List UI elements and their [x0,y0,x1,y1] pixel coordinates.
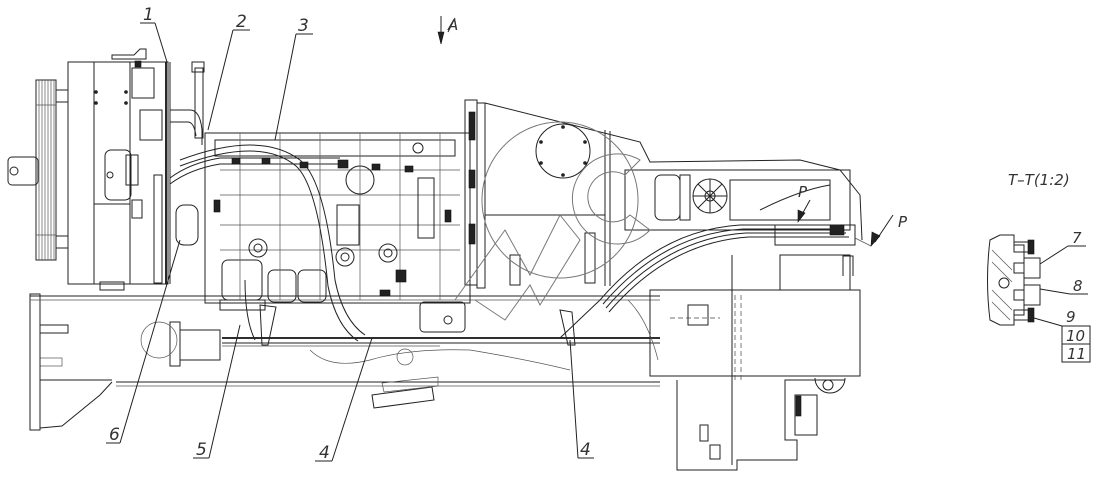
section-detail: T–T(1:2) 7 8 9 10 11 [987,171,1091,363]
callout-6-label: 6 [109,425,120,445]
transmission [559,169,861,471]
callout-3: 3 [274,16,313,141]
intake-pipe [169,61,340,246]
callout-4b: 4 [569,339,594,460]
callout-2: 2 [207,12,250,131]
radiator-assembly [7,48,171,291]
callout-4a: 4 [315,337,373,463]
callout-4b-label: 4 [580,440,591,460]
detail-callout-9: 9 [1066,308,1076,326]
callout-1-label: 1 [143,5,154,25]
callout-3-label: 3 [298,16,309,36]
lower-components [140,304,576,409]
detail-callout-8: 8 [1073,277,1083,295]
watermark-logo [454,121,651,321]
section-marker-p1-label: P [798,183,808,201]
callout-1: 1 [140,5,168,63]
view-arrow-a: A [437,16,458,45]
callout-6: 6 [106,239,181,445]
detail-callout-7: 7 [1072,229,1082,247]
view-label-a: A [447,16,458,34]
chassis-frame [29,293,660,431]
section-marker-p1: P [797,183,811,223]
engine-block [169,132,471,367]
callout-5-label: 5 [196,440,207,460]
section-marker-p2-label: P [898,213,908,231]
callout-5: 5 [193,324,241,460]
detail-callout-11: 11 [1067,345,1086,363]
section-title: T–T(1:2) [1008,171,1070,189]
detail-callout-10: 10 [1066,327,1085,345]
callout-2-label: 2 [236,12,247,32]
callout-4a-label: 4 [319,443,330,463]
section-marker-p2: P [854,213,908,247]
